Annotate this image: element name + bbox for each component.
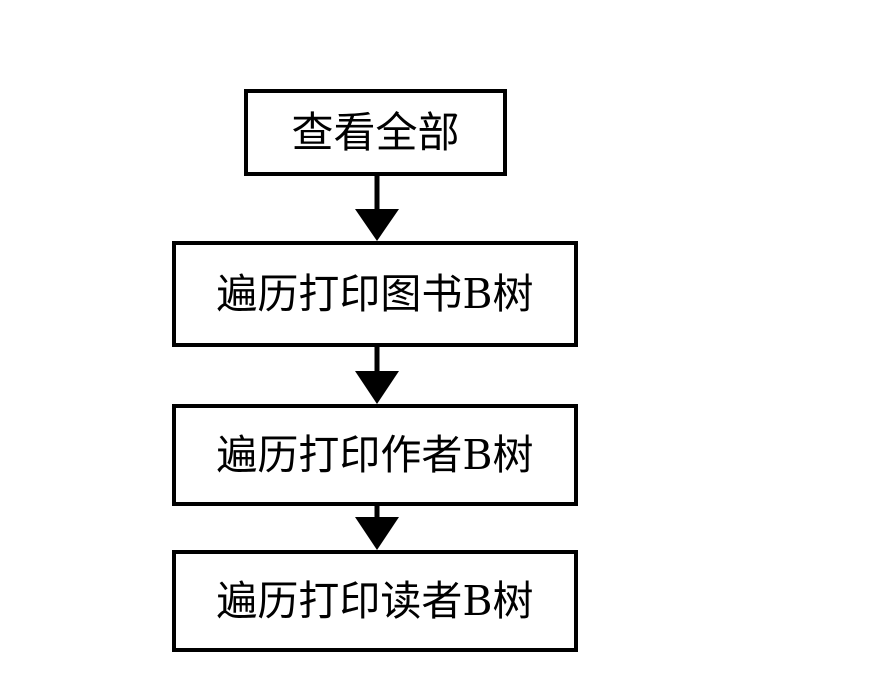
- arrowhead-icon: [355, 209, 399, 241]
- flow-node-label: 查看全部: [291, 107, 460, 157]
- arrowhead-icon: [355, 371, 399, 404]
- flow-node-label: 遍历打印图书B树: [216, 269, 534, 318]
- edge-view-all-to-book-btree: [355, 176, 399, 241]
- arrowhead-icon: [355, 517, 399, 550]
- flow-node-label: 遍历打印读者B树: [216, 576, 534, 625]
- flow-node-reader-btree[interactable]: 遍历打印读者B树: [172, 550, 578, 652]
- edge-book-btree-to-author-btree: [355, 347, 399, 404]
- flow-node-author-btree[interactable]: 遍历打印作者B树: [172, 404, 578, 506]
- flow-node-view-all[interactable]: 查看全部: [244, 89, 507, 176]
- edge-author-btree-to-reader-btree: [355, 506, 399, 550]
- flow-node-label: 遍历打印作者B树: [216, 430, 534, 479]
- flow-node-book-btree[interactable]: 遍历打印图书B树: [172, 241, 578, 347]
